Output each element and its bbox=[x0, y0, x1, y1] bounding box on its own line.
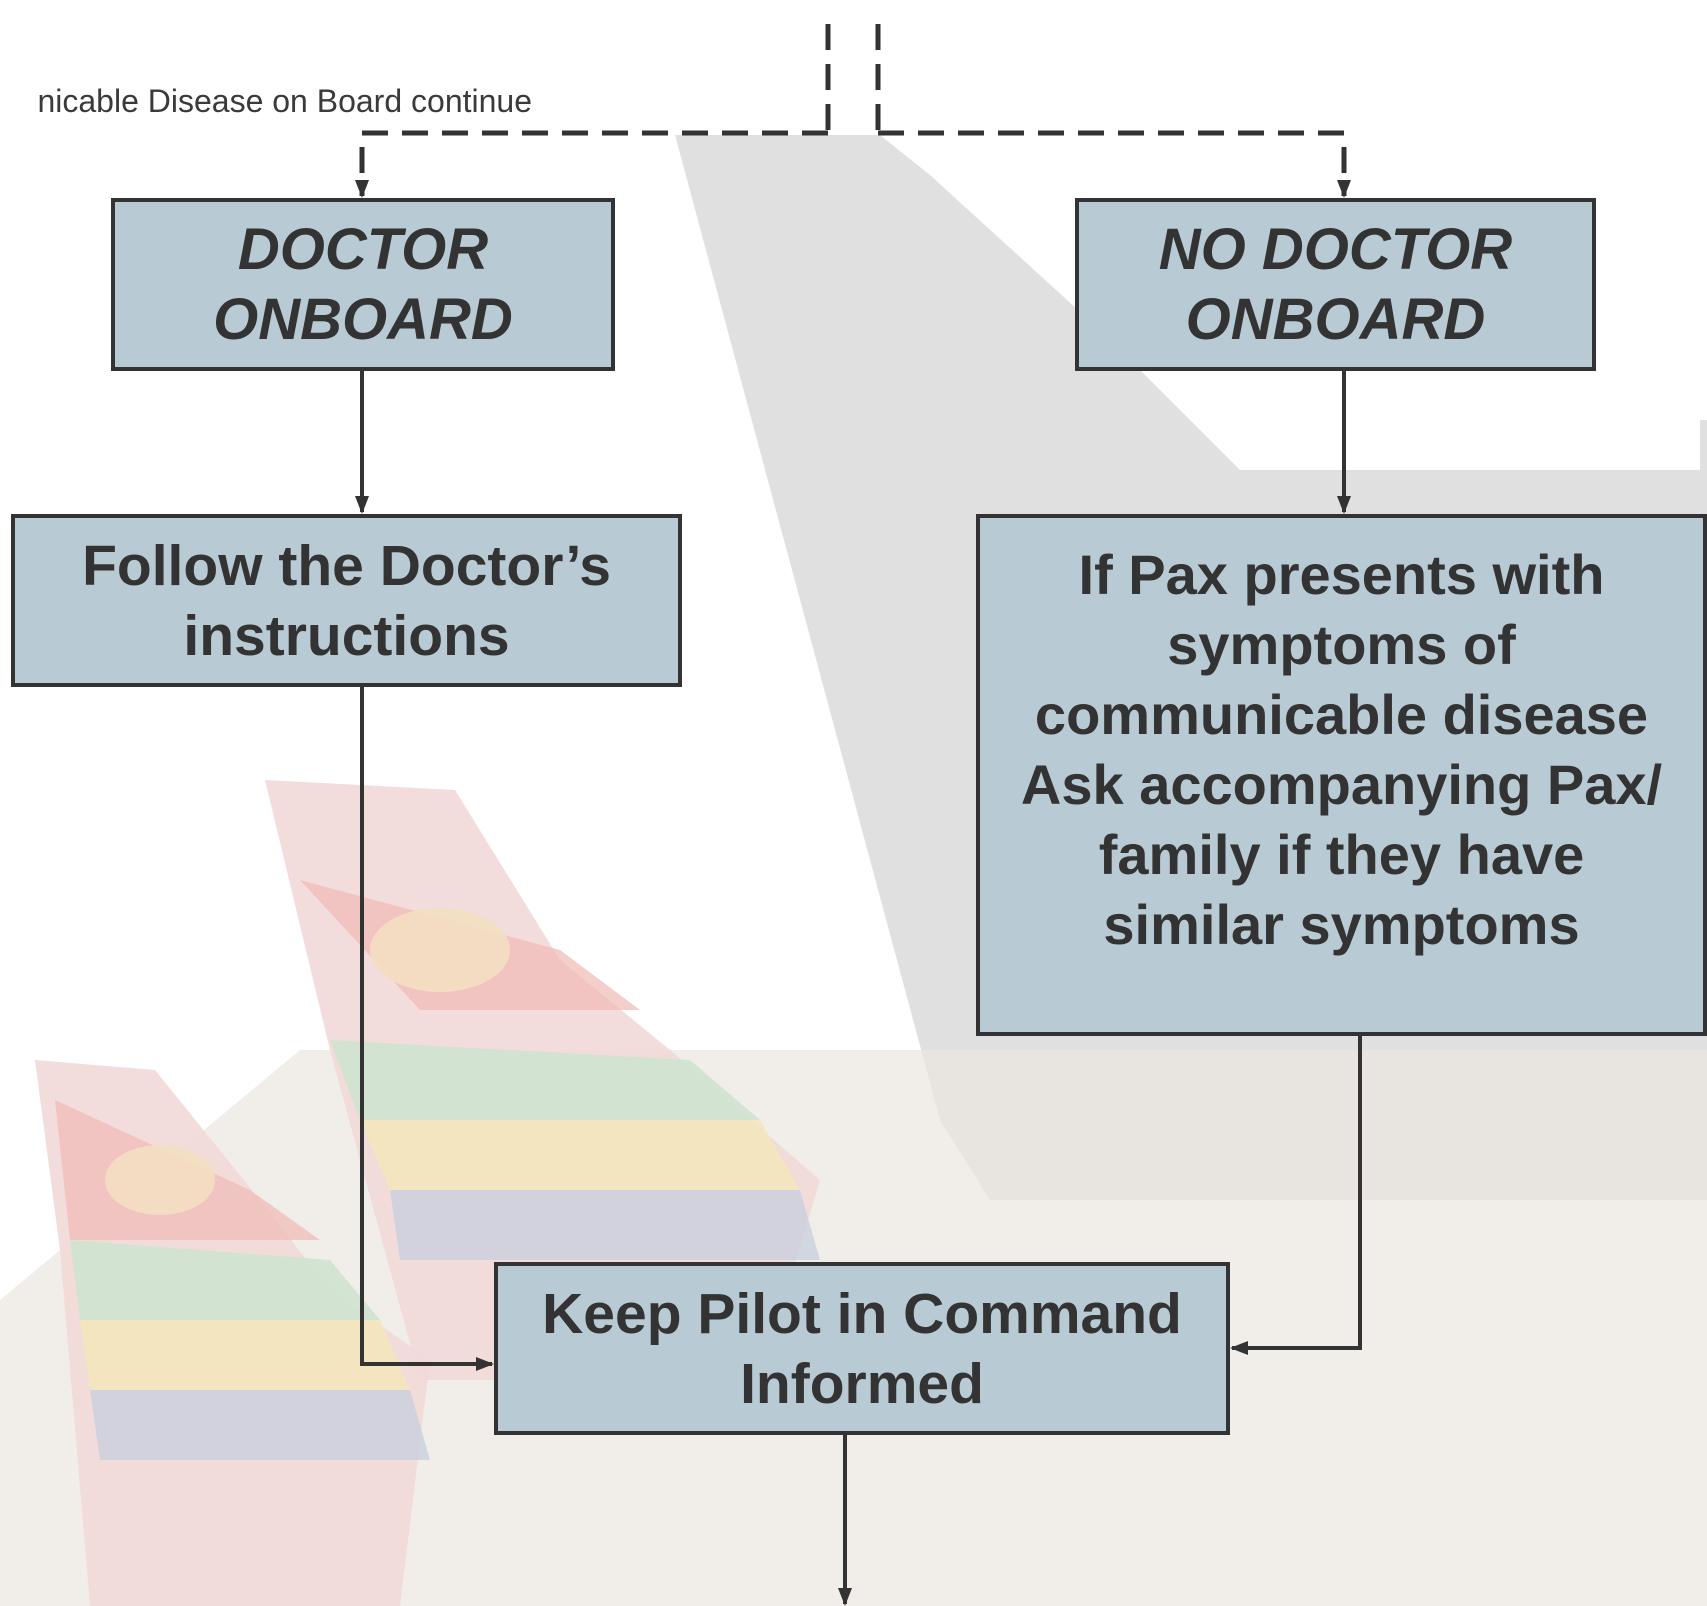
arrow-follow-to-pilot bbox=[360, 687, 494, 1371]
no-doctor-onboard-label: NO DOCTOR ONBOARD bbox=[1158, 216, 1513, 352]
doctor-onboard-box: DOCTOR ONBOARD bbox=[111, 198, 615, 371]
follow-doctor-instructions-box: Follow the Doctor’s instructions bbox=[11, 514, 682, 687]
continuation-caption: nicable Disease on Board continue bbox=[37, 83, 532, 119]
dashed-split-connector bbox=[355, 24, 1351, 198]
doctor-onboard-label: DOCTOR ONBOARD bbox=[213, 216, 513, 352]
keep-pilot-informed-box: Keep Pilot in Command Informed bbox=[494, 1262, 1230, 1435]
dashed-branch-right bbox=[878, 130, 1351, 198]
follow-doctor-instructions-label: Follow the Doctor’s instructions bbox=[82, 533, 611, 668]
keep-pilot-informed-label: Keep Pilot in Command Informed bbox=[542, 1281, 1182, 1416]
solid-connectors bbox=[355, 371, 1362, 1606]
pax-symptoms-label: If Pax presents with symptoms of communi… bbox=[1020, 543, 1663, 956]
arrow-pax-to-pilot bbox=[1230, 1034, 1362, 1355]
no-doctor-onboard-box: NO DOCTOR ONBOARD bbox=[1075, 198, 1596, 371]
dashed-branch-left bbox=[355, 130, 828, 198]
pax-symptoms-box: If Pax presents with symptoms of communi… bbox=[976, 514, 1707, 1036]
